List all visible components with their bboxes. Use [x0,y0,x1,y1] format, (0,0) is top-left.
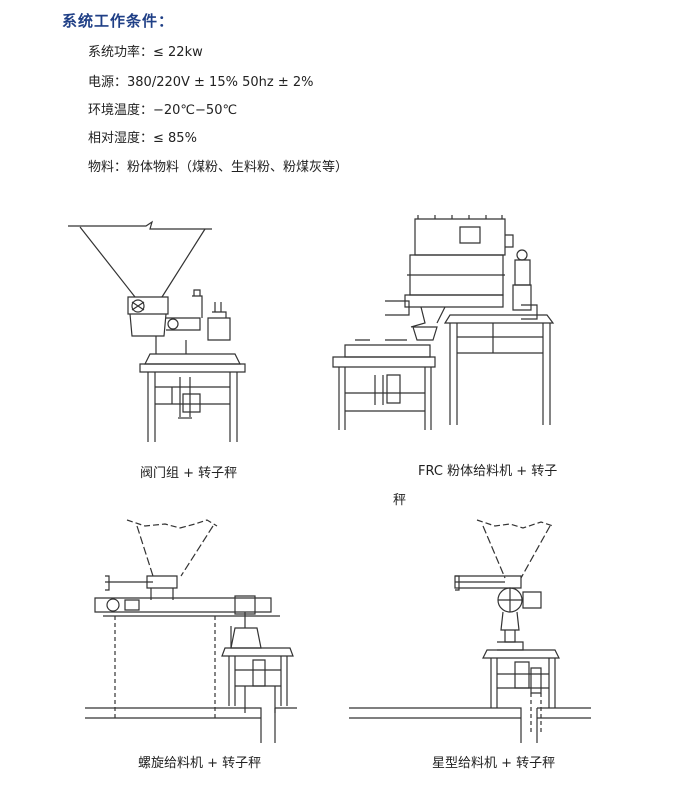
section-heading: 系统工作条件： [62,12,175,30]
condition-power: 系统功率：≤ 22kw [88,45,203,60]
screw-feeder-rotor-scale-drawing [85,518,335,743]
caption-valve-group: 阀门组 + 转子秤 [140,466,238,481]
caption-frc-feeder: FRC 粉体给料机 + 转子 [418,464,558,479]
caption-star-feeder: 星型给料机 + 转子秤 [432,756,556,771]
condition-humidity: 相对湿度：≤ 85% [88,131,197,146]
caption-frc-feeder-wrap: 秤 [393,493,407,508]
condition-material: 物料：粉体物料（煤粉、生料粉、粉煤灰等） [88,160,349,175]
condition-power-supply: 电源：380/220V ± 15% 50hz ± 2% [88,75,314,90]
caption-screw-feeder: 螺旋给料机 + 转子秤 [138,756,262,771]
condition-temperature: 环境温度：−20℃−50℃ [88,103,238,118]
valve-group-rotor-scale-drawing [60,222,260,447]
frc-feeder-rotor-scale-drawing [325,215,560,435]
star-feeder-rotor-scale-drawing [345,518,595,743]
